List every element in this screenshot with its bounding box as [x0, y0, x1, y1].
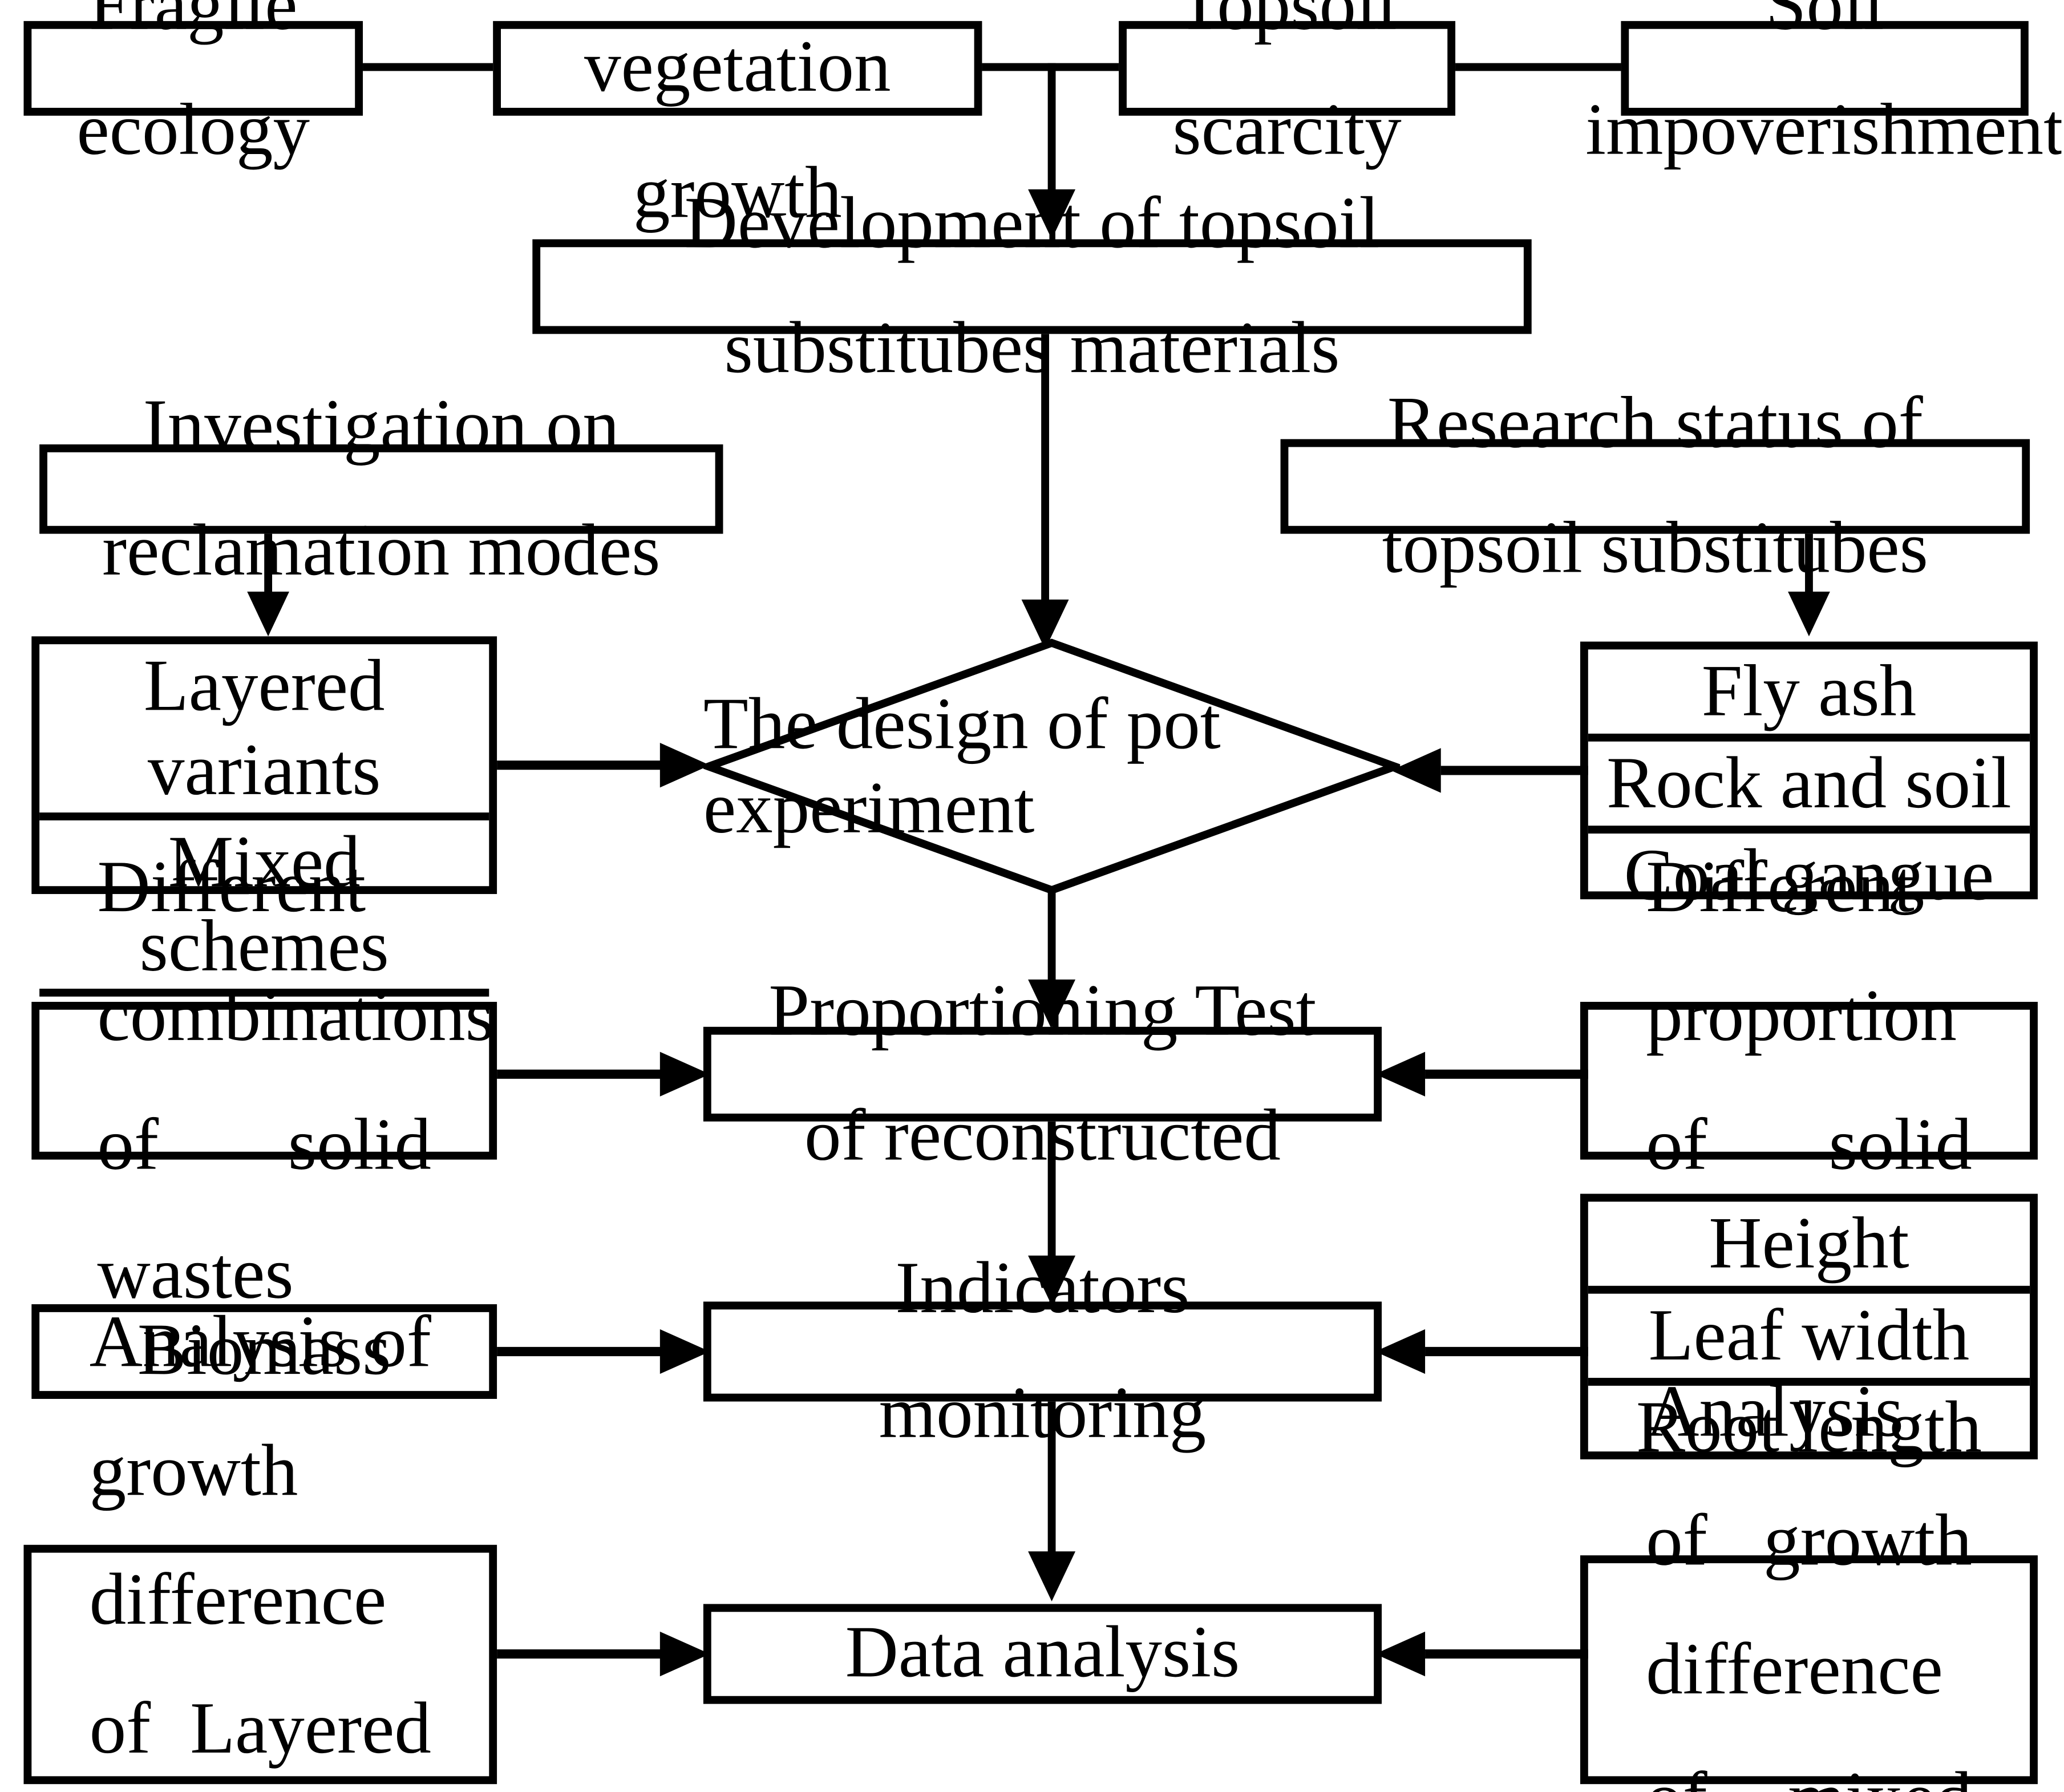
stack-cell-mixed-schemes[interactable]: Mixed schemes [39, 820, 489, 997]
node-biomass[interactable]: Biomass [31, 1304, 497, 1399]
node-label: Analysis of growth difference of mixed m… [1646, 1371, 1972, 1792]
stack-cell-root-length[interactable]: Root length [1588, 1386, 2030, 1470]
stack-plant-indicators: Height Leaf width Root length [1580, 1194, 2038, 1469]
stack-cell-fly-ash[interactable]: Fly ash [1588, 649, 2030, 742]
node-label: Topsoil scarcity [1172, 0, 1402, 171]
stack-topsoil-materials: Fly ash Rock and soil Coal gangue [1580, 641, 2038, 916]
node-analysis-mixed-modes[interactable]: Analysis of growth difference of mixed m… [1580, 1372, 2038, 1792]
node-label: Data analysis [845, 1612, 1240, 1694]
edge-research-status-to-materials-stack [1785, 533, 1832, 637]
node-research-status-substitutes[interactable]: Research status of topsoil substitubes [1280, 382, 2030, 589]
edge-reclamation-stack-to-pot-design [497, 743, 710, 788]
node-soil-impoverishment[interactable]: Soil impoverishment [1585, 0, 2061, 171]
node-label: Indicators monitoring [879, 1247, 1207, 1454]
node-fragile-ecology[interactable]: Fragile ecology [23, 0, 363, 171]
node-label: Poor vegetation growth [584, 27, 891, 234]
stack-cell-label: Rock and soil [1606, 743, 2012, 824]
node-poor-vegetation-growth[interactable]: Poor vegetation growth [493, 21, 982, 233]
stack-cell-label: Root length [1636, 1387, 1982, 1469]
edge-analysis-layered-to-data-analysis [497, 1631, 710, 1677]
edge-investigation-to-reclamation-stack [245, 533, 292, 637]
stack-cell-leaf-width[interactable]: Leaf width [1588, 1294, 2030, 1386]
stack-cell-rock-and-soil[interactable]: Rock and soil [1588, 742, 2030, 834]
edge-proportioning-to-indicators [1025, 1121, 1078, 1306]
node-label: Investigation on reclamation modes [102, 385, 661, 592]
edge-plant-indicators-to-indicators [1375, 1329, 1588, 1374]
node-label: Fragile ecology [76, 0, 310, 171]
stack-cell-layered-variants[interactable]: Layered variants [39, 644, 489, 820]
edge-row1-to-development [1025, 63, 1078, 240]
stack-cell-label: Height [1709, 1203, 1909, 1285]
node-topsoil-scarcity[interactable]: Topsoil scarcity [1119, 0, 1456, 171]
edge-development-to-pot-design [1019, 334, 1071, 650]
edge-materials-stack-to-pot-design [1391, 748, 1588, 793]
node-development-topsoil-substitutes[interactable]: Development of topsoil substitubes mater… [532, 183, 1532, 389]
node-label: Soil impoverishment [1585, 0, 2062, 171]
node-different-combinations-solid-wastes[interactable]: Different combinations of solid wastes [31, 847, 497, 1314]
stack-cell-height[interactable]: Height [1588, 1202, 2030, 1294]
stack-cell-label: Layered variants [143, 645, 385, 811]
edge-topsoil-to-impoverishment [1455, 63, 1621, 71]
edge-biomass-to-indicators [497, 1329, 710, 1374]
stack-cell-label: Fly ash [1701, 650, 1917, 733]
node-proportioning-test[interactable]: Proportioning Test of reconstructed [703, 970, 1382, 1177]
stack-reclamation-modes: Layered variants Mixed schemes Control s… [31, 636, 497, 1163]
node-label: Proportioning Test of reconstructed [768, 970, 1317, 1177]
edge-pot-design-to-proportioning [1025, 890, 1078, 1030]
node-label: Different combinations of solid wastes [97, 847, 494, 1315]
edge-indicators-to-data-analysis [1025, 1401, 1078, 1601]
node-indicators-monitoring[interactable]: Indicators monitoring [703, 1248, 1382, 1454]
node-label: Development of topsoil substitubes mater… [684, 182, 1380, 390]
node-data-analysis[interactable]: Data analysis [703, 1604, 1382, 1704]
edge-analysis-mixed-to-data-analysis [1375, 1631, 1588, 1677]
stack-cell-label: Mixed schemes [139, 822, 389, 988]
edge-fragile-to-poorveg [363, 63, 493, 71]
node-investigation-reclamation-modes[interactable]: Investigation on reclamation modes [39, 385, 723, 592]
edge-proportion-waste-to-proportioning [1375, 1051, 1588, 1097]
node-label: Research status of topsoil substitubes [1382, 382, 1928, 589]
node-analysis-layered-variants[interactable]: Analysis of growth difference of Layered… [23, 1301, 497, 1785]
node-different-proportion-solid-waste[interactable]: Different proportion of solid waste [1580, 847, 2038, 1314]
node-label: Biomass [137, 1310, 391, 1392]
node-pot-experiment-design[interactable]: The design of pot experiment [703, 638, 1401, 896]
node-label: Analysis of growth difference of Layered… [89, 1301, 431, 1770]
stack-cell-label: Coal gangue [1624, 835, 1994, 917]
stack-cell-label: Leaf width [1648, 1295, 1970, 1377]
stack-cell-coal-gangue[interactable]: Coal gangue [1588, 834, 2030, 917]
edge-combinations-to-proportioning [497, 1051, 710, 1097]
